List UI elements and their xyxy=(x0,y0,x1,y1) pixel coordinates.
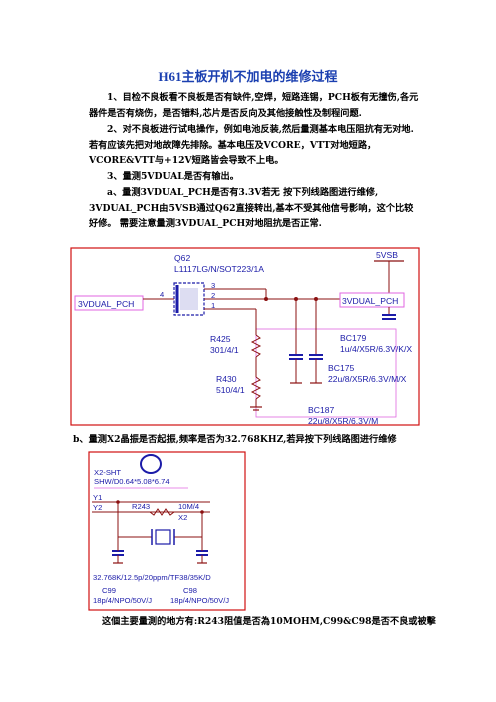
crystal-spec: 32.768K/12.5p/20ppm/TF38/35K/D xyxy=(93,573,211,582)
step-a-text: a、量测3VDUAL_PCH是否有3.3V若无 按下列线路图进行维修, 3VDU… xyxy=(89,187,414,230)
net-5vsb: 5VSB xyxy=(376,250,398,260)
step2-paragraph: 2、对不良板进行试电操作，例如电池反装,然后量测基本电压阻抗有无对地.若有应该先… xyxy=(89,122,419,169)
page-title: H61主板开机不加电的维修过程 xyxy=(158,69,338,84)
step-b-text: b、量测X2晶振是否起振,频率是否为32.768KHZ,若异按下列线路图进行维修 xyxy=(73,434,397,445)
schematic-q62: Q62 L1117LG/N/SOT223/1A 3VDUAL_PCH 4 3 2… xyxy=(70,247,420,426)
x2-label: X2 xyxy=(178,513,187,522)
net-3vdual-in: 3VDUAL_PCH xyxy=(78,299,134,309)
net-3vdual-out-box xyxy=(339,292,405,308)
pin4-label: 4 xyxy=(160,290,164,299)
x2-sht-shield: SHW/D0.64*5.08*6.74 xyxy=(94,477,170,486)
r425-val: 301/4/1 xyxy=(210,345,239,355)
c98-ref: C98 xyxy=(183,586,197,595)
bc175-val: 22u/8/X5R/6.3V/M/X xyxy=(328,374,407,384)
step-c-paragraph: 这個主要量測的地方有:R243阻值是否為10MOHM,C99&C98是否不良或被… xyxy=(102,614,462,630)
r430-ref: R430 xyxy=(216,374,237,384)
step-a-paragraph: a、量测3VDUAL_PCH是否有3.3V若无 按下列线路图进行维修, 3VDU… xyxy=(89,185,419,232)
net-3vdual-out: 3VDUAL_PCH xyxy=(342,296,398,306)
q62-part: L1117LG/N/SOT223/1A xyxy=(174,264,264,274)
r430-val: 510/4/1 xyxy=(216,385,245,395)
bc187-ref: BC187 xyxy=(308,405,334,415)
pin2-label: 2 xyxy=(211,291,215,300)
y2-label: Y2 xyxy=(93,503,102,512)
step-c-text: 这個主要量測的地方有:R243阻值是否為10MOHM,C99&C98是否不良或被… xyxy=(102,616,436,627)
step3-paragraph: 3、量测5VDUAL是否有输出。 xyxy=(89,169,419,185)
net-3vdual-in-box xyxy=(74,295,144,311)
step2-text: 2、对不良板进行试电操作，例如电池反装,然后量测基本电压阻抗有无对地.若有应该先… xyxy=(89,124,414,167)
q62-ref: Q62 xyxy=(174,253,190,263)
x2-sht-ref: X2-SHT xyxy=(94,468,121,477)
r425-ref: R425 xyxy=(210,334,231,344)
pin1-label: 1 xyxy=(211,301,215,310)
c99-ref: C99 xyxy=(102,586,116,595)
schematic-border xyxy=(70,247,420,426)
step1-text: 1、目检不良板看不良板是否有缺件,空焊，短路连锡，PCH板有无撞伤,各元器件是否… xyxy=(89,92,419,119)
y1-label: Y1 xyxy=(93,493,102,502)
schematic-border xyxy=(88,451,246,611)
bc187-val: 22u/8/X5R/6.3V/M xyxy=(308,416,378,426)
step3-text: 3、量测5VDUAL是否有输出。 xyxy=(107,171,239,182)
step1-paragraph: 1、目检不良板看不良板是否有缺件,空焊，短路连锡，PCH板有无撞伤,各元器件是否… xyxy=(89,90,419,121)
bc179-val: 1u/4/X5R/6.3V/K/X xyxy=(340,344,412,354)
pin3-label: 3 xyxy=(211,281,215,290)
schematic-x2: X2-SHT SHW/D0.64*5.08*6.74 Y1 Y2 R243 10… xyxy=(88,451,246,611)
c98-val: 18p/4/NPO/50V/J xyxy=(170,596,229,605)
bc175-ref: BC175 xyxy=(328,363,354,373)
r243-ref: R243 xyxy=(132,502,150,511)
bc179-ref: BC179 xyxy=(340,333,366,343)
r243-val: 10M/4 xyxy=(178,502,199,511)
step-b-paragraph: b、量测X2晶振是否起振,频率是否为32.768KHZ,若异按下列线路图进行维修 xyxy=(73,432,433,448)
c99-val: 18p/4/NPO/50V/J xyxy=(93,596,152,605)
